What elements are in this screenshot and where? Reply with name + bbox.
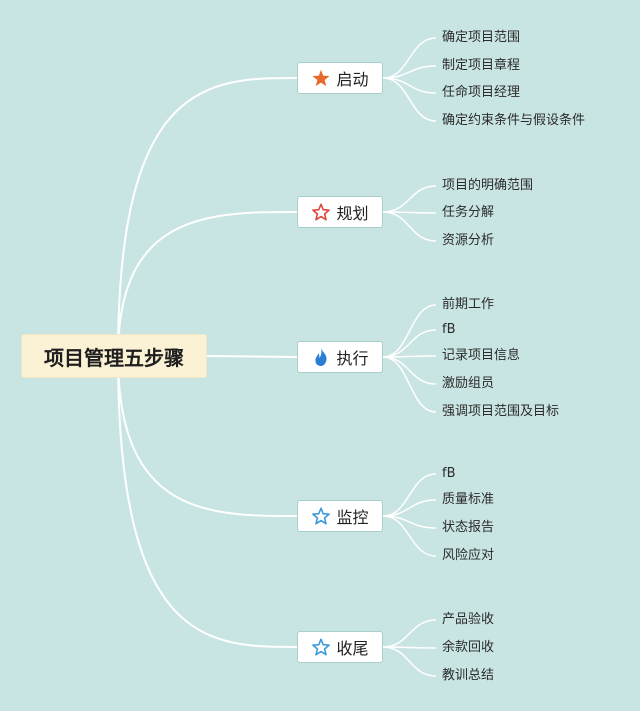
connector-line bbox=[382, 619, 437, 648]
connector-line bbox=[382, 515, 437, 557]
leaf-item[interactable]: fB bbox=[442, 322, 456, 337]
connector-line bbox=[382, 211, 437, 242]
leaf-item[interactable]: 制定项目章程 bbox=[442, 58, 521, 73]
leaf-item[interactable]: 确定项目范围 bbox=[442, 30, 521, 45]
branch-label: 收尾 bbox=[336, 639, 369, 658]
connector-line bbox=[382, 329, 437, 358]
branch-label: 监控 bbox=[336, 508, 369, 527]
connector-line bbox=[382, 37, 437, 79]
branch-shouwei[interactable]: 收尾 bbox=[297, 631, 383, 663]
filled-star-icon bbox=[311, 68, 331, 88]
outline-star-icon bbox=[311, 637, 331, 657]
leaf-item[interactable]: fB bbox=[442, 466, 456, 481]
leaf-item[interactable]: 资源分析 bbox=[442, 233, 495, 248]
branch-label: 启动 bbox=[336, 70, 369, 89]
leaf-item[interactable]: 余款回收 bbox=[442, 640, 495, 655]
leaf-item[interactable]: 产品验收 bbox=[442, 612, 495, 627]
connector-line bbox=[205, 355, 298, 358]
connector-line bbox=[117, 211, 298, 357]
branch-guihua[interactable]: 规划 bbox=[297, 196, 383, 228]
connector-line bbox=[382, 646, 437, 677]
connector-line bbox=[382, 356, 437, 385]
leaf-item[interactable]: 强调项目范围及目标 bbox=[442, 404, 560, 419]
flame-icon bbox=[311, 347, 331, 367]
connector-line bbox=[382, 356, 437, 413]
connector-line bbox=[382, 304, 437, 358]
leaf-item[interactable]: 激励组员 bbox=[442, 376, 495, 391]
connector-line bbox=[382, 77, 437, 122]
branch-qidong[interactable]: 启动 bbox=[297, 62, 383, 94]
connector-line bbox=[117, 77, 298, 357]
leaf-item[interactable]: 任命项目经理 bbox=[442, 85, 521, 100]
root-topic[interactable]: 项目管理五步骤 bbox=[22, 335, 206, 377]
branch-zhixing[interactable]: 执行 bbox=[297, 341, 383, 373]
leaf-item[interactable]: 质量标准 bbox=[442, 492, 495, 507]
connector-line bbox=[382, 185, 437, 213]
outline-star-icon bbox=[311, 506, 331, 526]
outline-star-icon bbox=[311, 202, 331, 222]
leaf-item[interactable]: 项目的明确范围 bbox=[442, 178, 534, 193]
leaf-item[interactable]: 任务分解 bbox=[442, 205, 495, 220]
connector-line bbox=[117, 355, 298, 648]
leaf-item[interactable]: 状态报告 bbox=[442, 520, 495, 535]
connector-line bbox=[382, 473, 437, 517]
leaf-item[interactable]: 教训总结 bbox=[442, 668, 495, 683]
branch-label: 规划 bbox=[336, 204, 369, 223]
leaf-item[interactable]: 确定约束条件与假设条件 bbox=[442, 113, 586, 128]
leaf-item[interactable]: 前期工作 bbox=[442, 297, 495, 312]
connector-line bbox=[117, 355, 298, 517]
leaf-item[interactable]: 记录项目信息 bbox=[442, 348, 521, 363]
branch-jiankong[interactable]: 监控 bbox=[297, 500, 383, 532]
leaf-item[interactable]: 风险应对 bbox=[442, 548, 495, 563]
branch-label: 执行 bbox=[336, 349, 369, 368]
connector-line bbox=[382, 499, 437, 517]
